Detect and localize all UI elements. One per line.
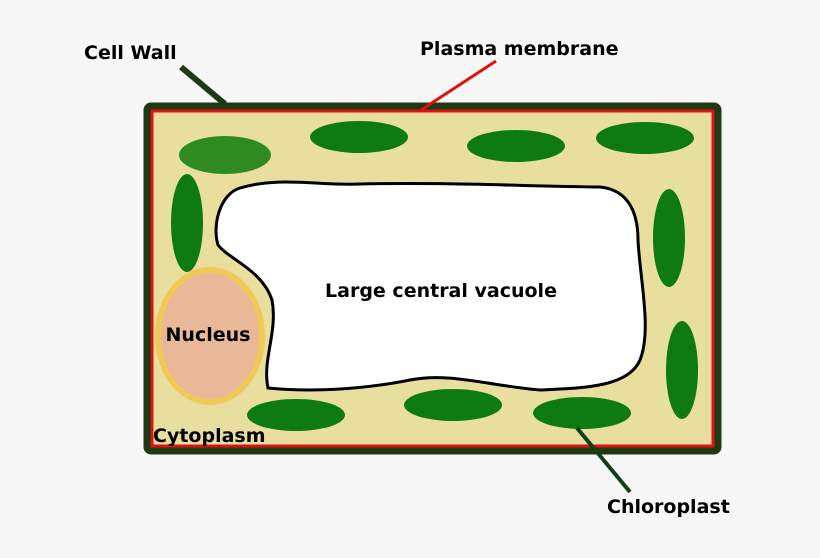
central-vacuole	[214, 180, 647, 392]
vacuole-label: Large central vacuole	[325, 280, 557, 302]
cell-wall	[143, 102, 722, 455]
chloroplast	[171, 174, 203, 272]
chloroplast	[404, 389, 502, 421]
chloroplast	[310, 121, 408, 153]
chloroplast-pointer	[575, 426, 632, 494]
plasma-membrane-label: Plasma membrane	[420, 38, 619, 60]
chloroplast	[179, 136, 271, 174]
cytoplasm-label: Cytoplasm	[153, 425, 266, 447]
plasma-membrane	[150, 109, 715, 448]
chloroplast	[596, 122, 694, 154]
cell-wall-pointer	[179, 64, 227, 107]
chloroplast	[653, 189, 685, 287]
chloroplast	[247, 399, 345, 431]
nucleus-label: Nucleus	[166, 324, 251, 346]
cell-wall-label: Cell Wall	[84, 42, 177, 64]
chloroplast-label: Chloroplast	[607, 496, 730, 518]
chloroplast	[666, 321, 698, 419]
chloroplast	[467, 130, 565, 162]
nucleus	[155, 267, 265, 405]
chloroplast	[533, 397, 631, 429]
plasma-membrane-pointer	[420, 59, 497, 112]
